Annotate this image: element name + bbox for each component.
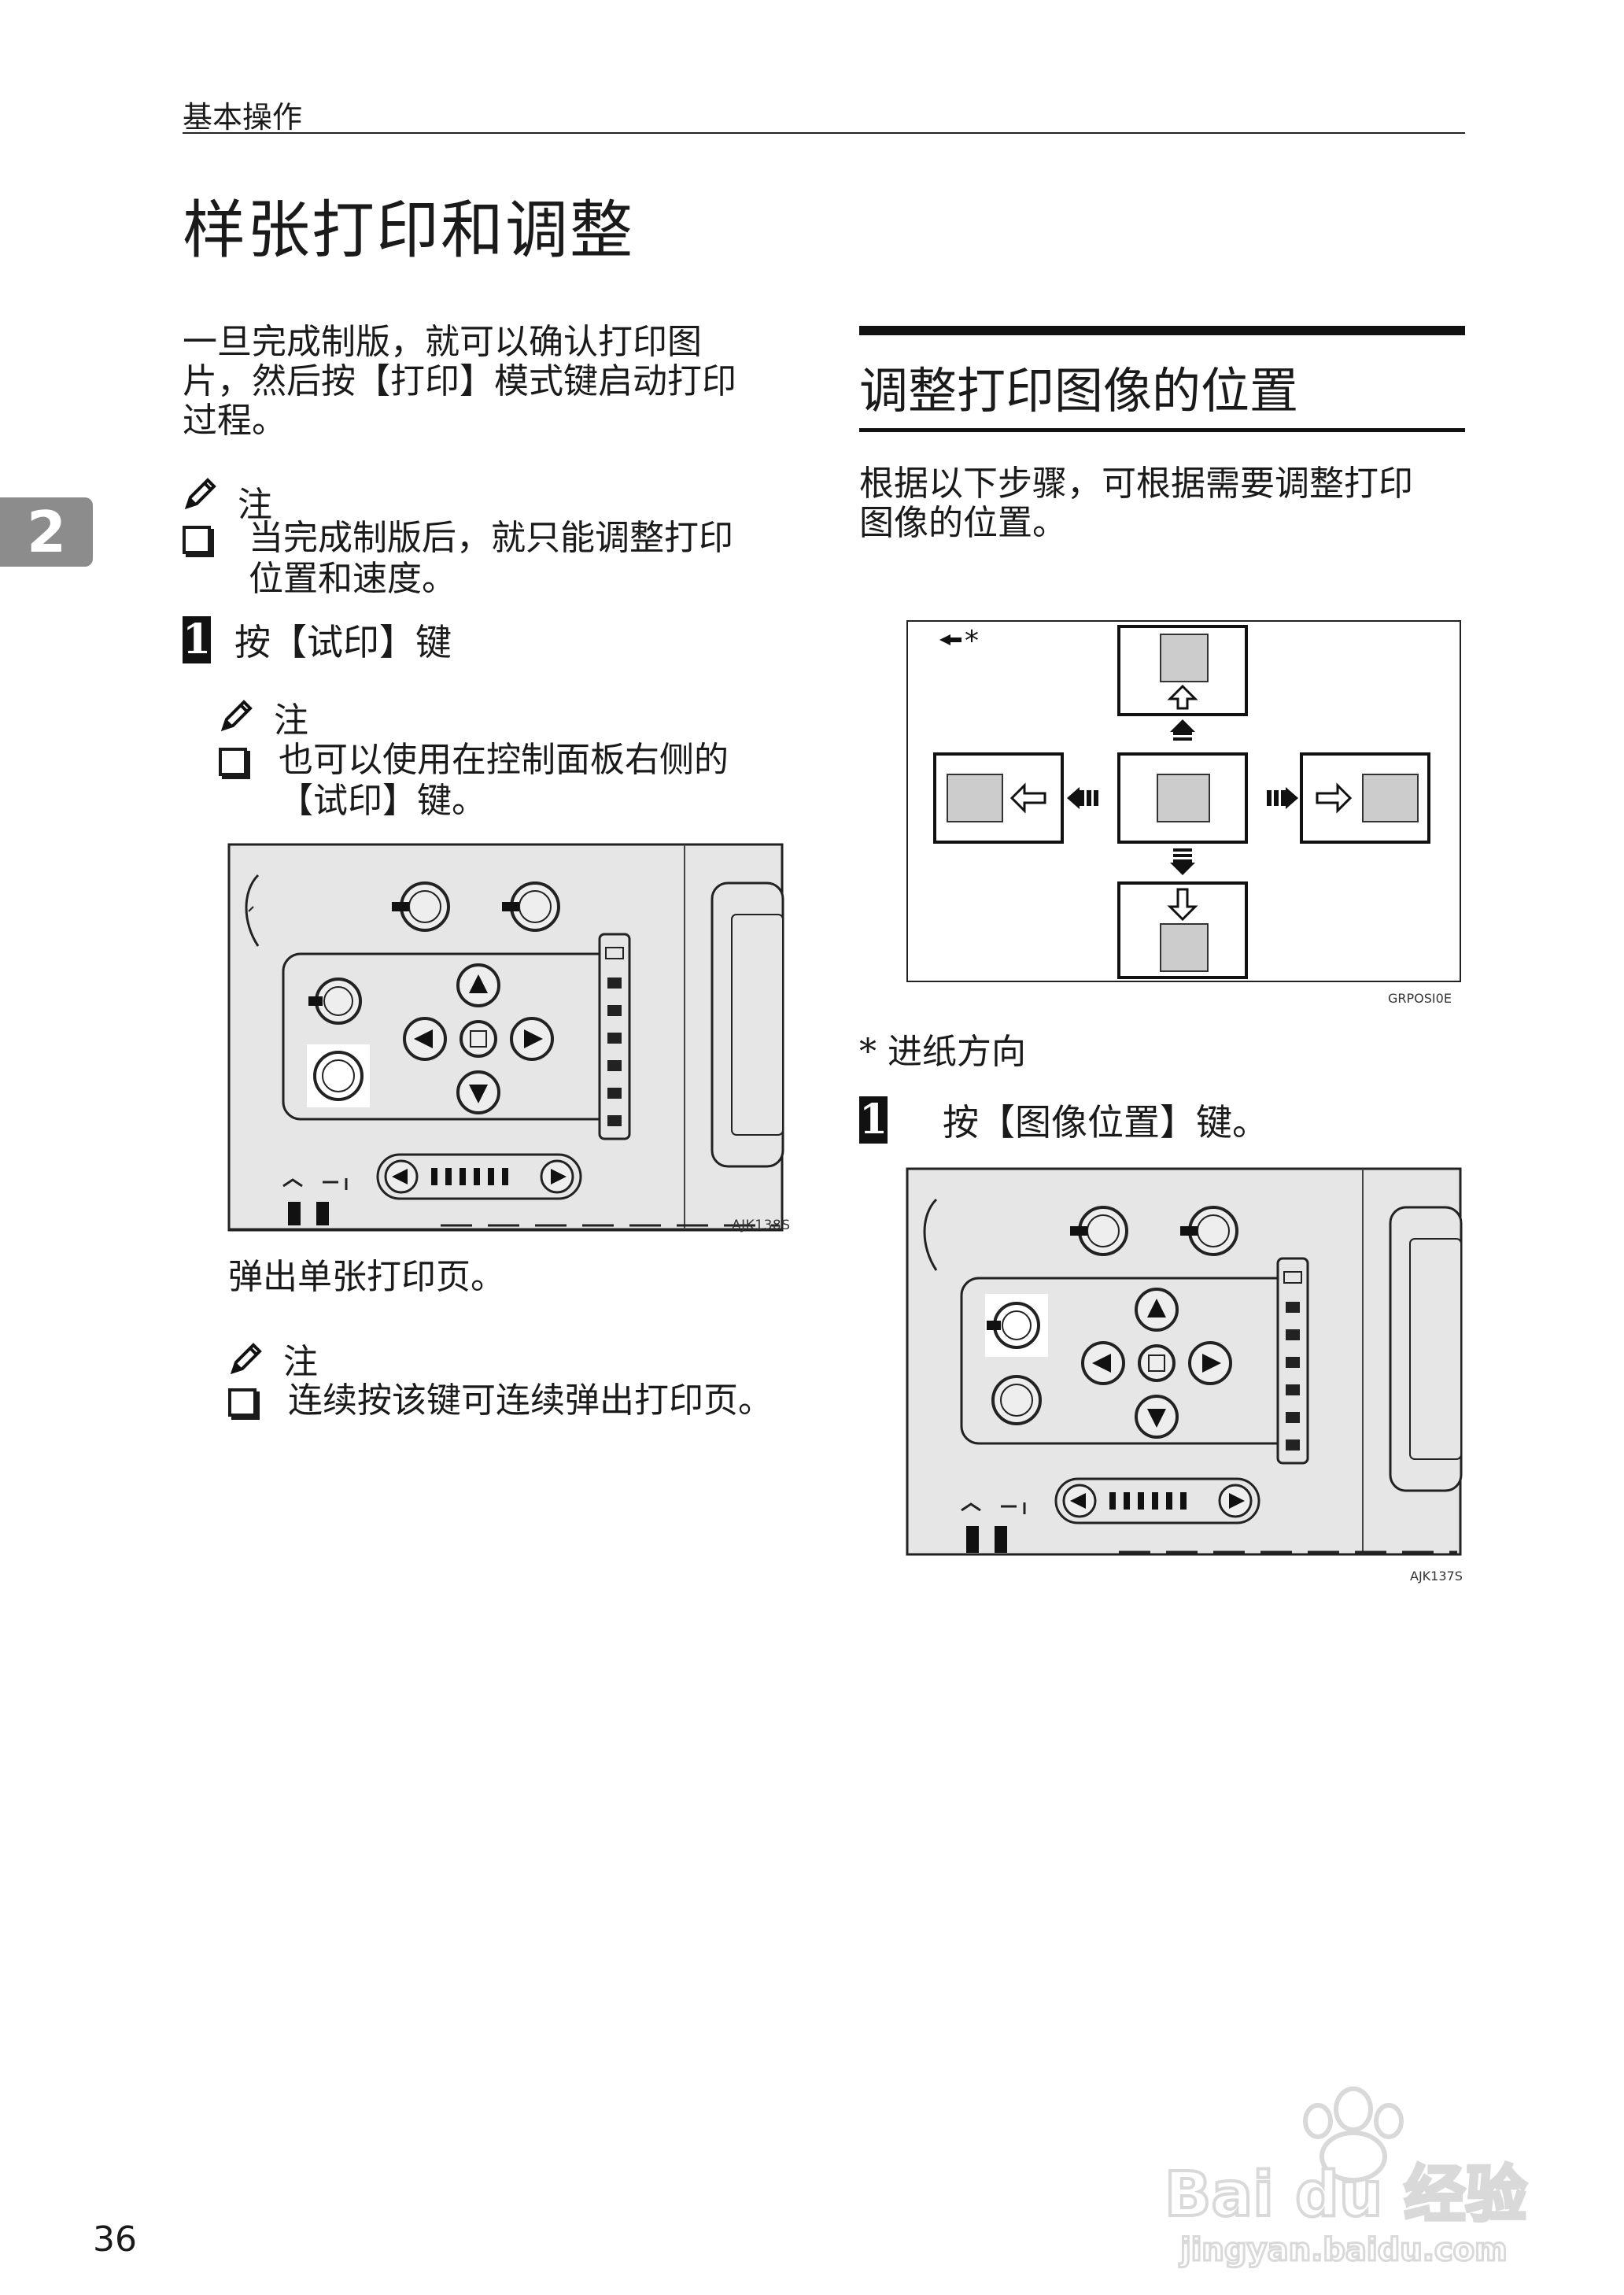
note-bullet: 当完成制版后，就只能调整打印 位置和速度。 <box>183 518 733 600</box>
pencil-icon <box>220 700 253 732</box>
image-position-key <box>308 978 362 1025</box>
mode-key <box>502 881 560 932</box>
checkbox-icon <box>219 748 247 776</box>
control-panel-figure-2: AJK137S <box>906 1167 1463 1584</box>
page-center <box>1117 752 1248 844</box>
section-rule-bottom <box>859 428 1465 432</box>
arrow-keys <box>403 963 554 1114</box>
intro-paragraph: 一旦完成制版，就可以确认打印图 片，然后按【打印】模式键启动打印 过程。 <box>183 323 736 441</box>
figure-code: AJK137S <box>1410 1569 1463 1584</box>
result-text: 弹出单张打印页。 <box>228 1257 505 1297</box>
arrow-left-filled <box>1067 787 1098 809</box>
page-top <box>1117 625 1248 716</box>
test-print-key-highlighted <box>313 1051 364 1101</box>
intro-line: 片，然后按【打印】模式键启动打印 <box>183 361 736 401</box>
figure-code: GRPOSI0E <box>1388 991 1452 1006</box>
image-position-diagram: * <box>906 620 1461 1006</box>
pencil-icon <box>184 478 216 510</box>
note-bullet: 连续按该键可连续弹出打印页。 <box>228 1380 773 1421</box>
asterisk: * <box>965 625 979 657</box>
mode-key <box>1180 1206 1238 1256</box>
checkbox-icon <box>183 526 211 554</box>
figure-code: AJK138S <box>732 1218 791 1233</box>
running-header: 基本操作 <box>183 100 303 135</box>
intro-line: 过程。 <box>183 401 286 441</box>
note-label: 注 <box>274 700 308 741</box>
paw-logo-icon: Bai du 经验 jingyan.baidu.com <box>1163 2086 1529 2270</box>
intro-line: 图像的位置。 <box>859 503 1067 543</box>
note-line: 【试印】键。 <box>279 781 486 821</box>
note-line: 当完成制版后，就只能调整打印 <box>249 518 733 558</box>
page-left <box>933 752 1064 844</box>
note-line: 位置和速度。 <box>249 559 456 599</box>
step-number: 1 <box>859 1096 888 1144</box>
test-print-key <box>991 1375 1042 1425</box>
step-heading: 1 按【试印】键 <box>183 614 452 666</box>
watermark-text: Bai du 经验 <box>1164 2160 1527 2230</box>
header-rule <box>183 132 1465 134</box>
footnote: * 进纸方向 <box>859 1032 1026 1072</box>
control-panel-figure-1: AJK138S <box>227 843 790 1233</box>
note-line: 连续按该键可连续弹出打印页。 <box>288 1380 773 1421</box>
watermark-url: jingyan.baidu.com <box>1179 2232 1508 2268</box>
section-rule-top <box>859 326 1465 335</box>
intro-line: 根据以下步骤，可根据需要调整打印 <box>859 464 1413 504</box>
watermark: Bai du 经验 jingyan.baidu.com <box>1157 2078 1550 2270</box>
page-bottom <box>1117 881 1248 979</box>
chapter-tab: 2 <box>0 497 93 567</box>
page-right <box>1300 752 1430 844</box>
note-line: 也可以使用在控制面板右侧的 <box>279 740 729 780</box>
section-intro: 根据以下步骤，可根据需要调整打印 图像的位置。 <box>859 464 1413 543</box>
note-label: 注 <box>283 1342 318 1382</box>
arrow-keys <box>1081 1288 1232 1439</box>
intro-line: 一旦完成制版，就可以确认打印图 <box>183 322 702 362</box>
start-key <box>1070 1206 1128 1256</box>
step-number: 1 <box>183 615 212 663</box>
image-position-key-highlighted <box>987 1302 1040 1349</box>
note-heading: 注 <box>228 1333 318 1384</box>
arrow-up-filled <box>1170 719 1195 741</box>
arrow-right-filled <box>1267 787 1298 809</box>
step-heading: 1 按【图像位置】键。 <box>859 1094 1268 1146</box>
page-title: 样张打印和调整 <box>183 194 634 267</box>
pencil-icon <box>230 1343 262 1375</box>
note-label: 注 <box>238 485 272 525</box>
checkbox-icon <box>228 1388 257 1417</box>
note-heading: 注 <box>219 689 308 742</box>
note-bullet: 也可以使用在控制面板右侧的 【试印】键。 <box>219 740 729 822</box>
step-text: 按【试印】键 <box>234 621 452 663</box>
page-number: 36 <box>93 2219 137 2260</box>
arrow-down-filled <box>1170 848 1195 875</box>
section-title: 调整打印图像的位置 <box>859 362 1299 419</box>
feed-direction-marker: * <box>939 625 979 657</box>
note-heading: 注 <box>183 460 272 527</box>
step-text: 按【图像位置】键。 <box>943 1101 1268 1144</box>
start-key <box>392 881 450 932</box>
